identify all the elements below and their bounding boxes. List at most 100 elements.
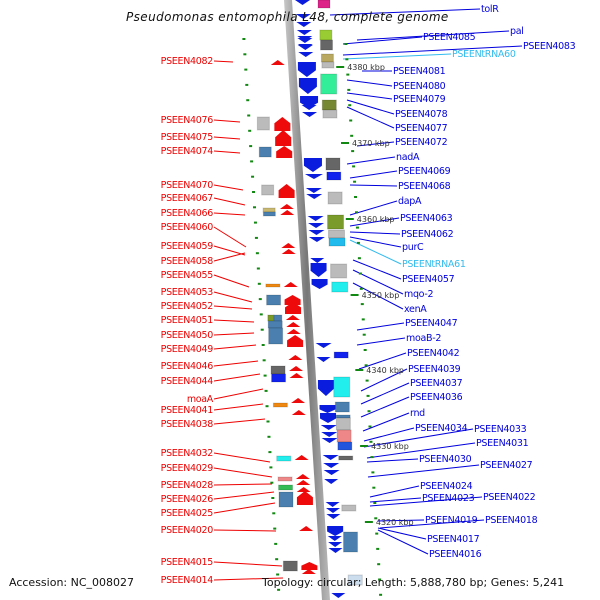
position-tick — [260, 328, 264, 331]
position-tick — [358, 272, 362, 275]
genome-backbone — [284, 0, 330, 600]
position-tick — [347, 88, 351, 91]
scale-tick-label: 4350 kbp — [362, 291, 400, 300]
feature-box — [327, 229, 345, 239]
position-tick — [245, 83, 249, 86]
position-tick — [262, 359, 266, 362]
label-leader-line — [213, 502, 276, 514]
genome-title: Pseudomonas entomophila L48, complete ge… — [126, 10, 449, 24]
position-tick — [363, 349, 367, 351]
position-tick — [257, 282, 261, 285]
gene-label-left: moaA — [187, 394, 214, 405]
position-tick — [252, 191, 256, 193]
gene-arrow-reverse — [297, 45, 313, 50]
feature-box — [320, 73, 338, 95]
position-tick — [371, 471, 375, 474]
gene-label-left: PSEEN4058 — [161, 256, 214, 267]
position-tick — [346, 73, 350, 76]
gene-label-left: PSEEN4015 — [161, 557, 214, 568]
feature-box — [333, 351, 349, 359]
position-tick — [263, 374, 267, 377]
gene-label-right: PSEEN4036 — [410, 392, 463, 403]
feature-box — [326, 171, 342, 181]
position-tick — [370, 456, 374, 459]
position-tick — [277, 588, 281, 591]
gene-label-left: PSEEN4029 — [161, 463, 214, 474]
gene-arrow-forward — [284, 295, 301, 305]
label-leader-line — [367, 464, 480, 478]
position-tick — [345, 58, 349, 61]
gene-label-left: PSEEN4067 — [161, 193, 214, 204]
position-tick — [353, 180, 357, 183]
position-tick — [267, 435, 271, 438]
gene-arrow-reverse — [296, 22, 312, 27]
gene-label-right: PSEEN4034 — [415, 423, 468, 434]
position-tick — [359, 287, 363, 290]
feature-box — [273, 314, 283, 322]
gene-label-right: PSEEN4063 — [400, 213, 453, 224]
position-tick — [357, 257, 361, 260]
gene-arrow-reverse — [325, 502, 340, 507]
feature-box — [327, 191, 343, 205]
label-leader-line — [346, 156, 396, 165]
scale-tick-label: 4380 kbp — [347, 63, 385, 72]
gene-label-left: PSEEN4026 — [161, 494, 214, 505]
gene-label-right: purC — [402, 242, 424, 253]
gene-arrow-forward — [278, 184, 295, 198]
position-tick — [361, 318, 365, 321]
feature-box — [266, 294, 282, 306]
position-tick — [374, 517, 378, 520]
label-leader-line — [213, 319, 255, 323]
gene-arrow-reverse — [310, 263, 327, 277]
gene-arrow-forward — [296, 480, 311, 485]
position-tick — [273, 527, 277, 530]
label-leader-line — [356, 141, 395, 147]
label-leader-line — [346, 92, 393, 100]
label-leader-line — [349, 184, 398, 187]
gene-arrow-reverse — [320, 413, 337, 423]
gene-label-right: xenA — [404, 304, 427, 315]
gene-arrow-reverse — [321, 438, 338, 443]
gene-label-left: PSEEN4076 — [161, 115, 214, 126]
label-leader-line — [329, 8, 481, 16]
feature-box — [321, 99, 337, 111]
gene-arrow-reverse — [311, 279, 328, 289]
gene-label-right: PSEENtRNA61 — [402, 259, 466, 270]
label-leader-line — [213, 136, 241, 140]
gene-arrow-forward — [291, 398, 306, 403]
gene-arrow-reverse — [326, 508, 341, 513]
label-leader-line — [349, 217, 400, 227]
position-tick — [354, 196, 358, 198]
feature-box — [325, 157, 341, 171]
gene-arrow-reverse — [298, 52, 314, 57]
feature-box — [267, 314, 275, 322]
feature-box — [341, 504, 357, 512]
position-tick — [243, 53, 247, 56]
feature-box — [337, 441, 353, 451]
gene-arrow-forward — [275, 130, 292, 146]
gene-arrow-reverse — [296, 30, 312, 35]
gene-arrow-reverse — [307, 216, 324, 221]
gene-arrow-forward — [279, 204, 294, 209]
gene-label-left: PSEEN4070 — [161, 180, 214, 191]
label-leader-line — [213, 150, 241, 154]
label-leader-line — [349, 231, 401, 235]
position-tick — [259, 313, 263, 316]
gene-arrow-reverse — [316, 357, 331, 362]
position-tick — [356, 241, 360, 244]
scale-tick-label: 4360 kbp — [357, 215, 395, 224]
position-tick — [378, 578, 382, 581]
feature-box — [276, 455, 292, 462]
gene-label-right: nadA — [396, 152, 420, 163]
gene-arrow-forward — [289, 366, 304, 371]
gene-arrow-reverse — [303, 158, 322, 172]
label-leader-line — [360, 382, 410, 405]
position-tick — [365, 379, 369, 382]
gene-label-left: PSEEN4053 — [161, 287, 214, 298]
label-leader-line — [342, 45, 523, 56]
gene-arrow-reverse — [319, 405, 336, 413]
position-tick — [355, 226, 359, 229]
gene-label-right: PSEEN4068 — [398, 181, 451, 192]
position-tick — [272, 512, 276, 515]
label-leader-line — [213, 60, 234, 63]
